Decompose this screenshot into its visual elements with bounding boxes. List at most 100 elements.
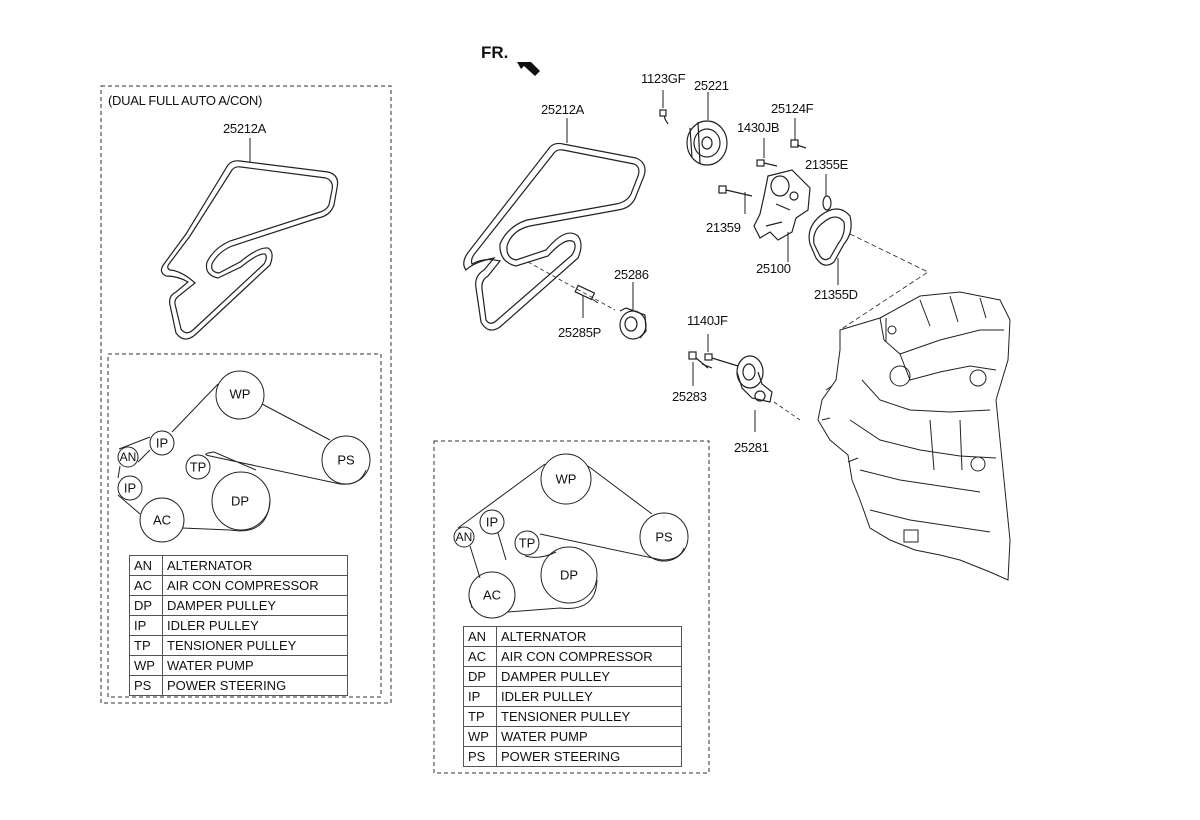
variant-label: (DUAL FULL AUTO A/CON) [108,93,263,108]
left-routing-box [107,353,382,698]
bolt-1123gf [659,109,669,125]
legend-abbr: TP [129,635,163,656]
part-label-25283: 25283 [672,389,707,404]
engine-block-drawing [817,291,1011,581]
pulley-label-ps-center: PS [655,529,673,545]
legend-name: POWER STEERING [162,675,348,696]
part-label-25281: 25281 [734,440,769,455]
pulley-label-ip-center: IP [485,514,499,530]
legend-name: IDLER PULLEY [496,686,682,707]
pulley-ip-left-lower [117,475,143,501]
part-label-25285p: 25285P [558,325,602,340]
legend-name: AIR CON COMPRESSOR [496,646,682,667]
part-label-1430jb: 1430JB [737,120,780,135]
front-arrow-icon [517,59,540,76]
part-label-25100: 25100 [756,261,791,276]
pulley-wp-center [540,453,592,505]
legend-name: ALTERNATOR [496,626,682,647]
pulley-label-an-left: AN [119,450,137,464]
legend-abbr: PS [129,675,163,696]
part-label-1123gf: 1123GF [641,71,686,86]
legend-abbr: AC [129,575,163,596]
pulley-label-an-center: AN [455,530,473,544]
pulley-ac-left [139,497,185,543]
gasket-21355d [808,208,852,266]
pulley-dp-center [540,546,598,604]
belt-left-drawing [160,160,339,340]
part-label-21355e: 21355E [805,157,849,172]
part-label-25286: 25286 [614,267,649,282]
legend-name: IDLER PULLEY [162,615,348,636]
bolt-1430jb [756,159,778,167]
pulley-label-wp-left: WP [229,386,251,402]
part-label-belt-left: 25212A [223,121,267,136]
left-variant-box [100,85,392,704]
pulley-label-ip-left-lower: IP [123,480,137,496]
legend-abbr: AN [129,555,163,576]
front-direction-label: FR. [481,43,509,62]
legend-abbr: WP [129,655,163,676]
belt-center-drawing [463,142,646,331]
center-routing-diagram [453,453,689,619]
left-routing-diagram [117,370,371,543]
pulley-label-ps-left: PS [337,452,355,468]
pulley-tp-left [185,454,211,480]
center-routing-box [433,440,710,774]
legend-name: TENSIONER PULLEY [162,635,348,656]
pulley-label-ip-left-upper: IP [155,435,169,451]
pulley-25221 [686,120,728,166]
legend-name: TENSIONER PULLEY [496,706,682,727]
part-label-21359: 21359 [706,220,741,235]
tensioner-25281 [736,355,773,403]
legend-abbr: AN [463,626,497,647]
legend-name: AIR CON COMPRESSOR [162,575,348,596]
pulley-label-tp-left: TP [189,459,207,475]
part-label-belt-center: 25212A [541,102,585,117]
part-label-25124f: 25124F [771,101,814,116]
pulley-an-center [453,526,475,548]
legend-abbr: TP [463,706,497,727]
bolt-1140jf [704,353,739,367]
legend-name: WATER PUMP [496,726,682,747]
legend-abbr: PS [463,746,497,767]
legend-abbr: WP [463,726,497,747]
legend-name: DAMPER PULLEY [496,666,682,687]
pulley-an-left [117,446,139,468]
bolt-25283 [688,351,713,369]
legend-abbr: IP [129,615,163,636]
legend-abbr: DP [463,666,497,687]
pulley-ip-center [479,509,505,535]
bolt-21359 [718,185,753,197]
water-pump-25100 [753,169,811,241]
pulley-label-dp-center: DP [559,567,579,583]
part-label-25221: 25221 [694,78,729,93]
pulley-wp-left [215,370,265,420]
bolt-25124f [790,139,807,149]
legend-abbr: DP [129,595,163,616]
pulley-label-ac-left: AC [152,512,172,528]
part-label-1140jf: 1140JF [687,313,728,328]
pulley-ps-center [639,512,689,562]
pulley-ac-center [468,571,516,619]
legend-abbr: IP [463,686,497,707]
pulley-tp-center [514,530,540,556]
part-label-21355d: 21355D [814,287,858,302]
legend-name: POWER STEERING [496,746,682,767]
legend-abbr: AC [463,646,497,667]
